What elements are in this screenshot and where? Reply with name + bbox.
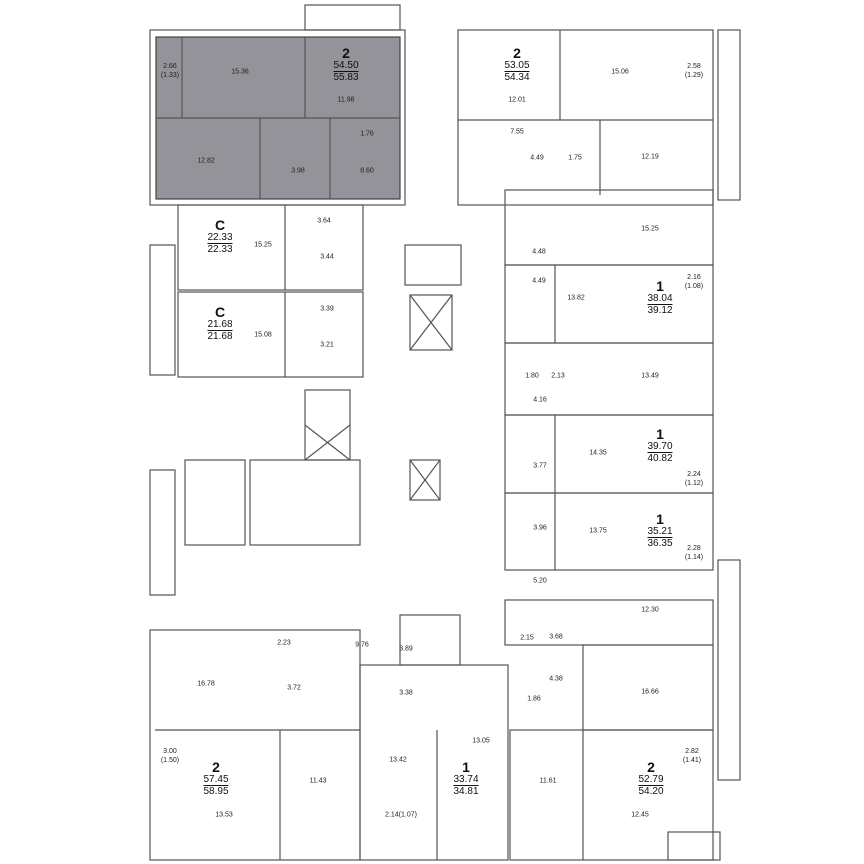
room-area: 13.53 <box>215 811 233 819</box>
room-area: 3.98 <box>291 167 305 175</box>
wall-block-bc <box>359 664 509 861</box>
room-area: 2.82 (1.41) <box>682 748 702 764</box>
room-area: 13.82 <box>567 294 585 302</box>
room-area: 2.23 <box>277 639 291 647</box>
wall-right-5 <box>504 492 714 571</box>
room-area: 3.00 (1.50) <box>160 748 180 764</box>
room-area: 9.76 <box>355 641 369 649</box>
apartment-label[interactable]: 1 39.70 40.82 <box>647 426 673 464</box>
room-area: 3.64 <box>317 217 331 225</box>
wall-right-6 <box>504 599 714 646</box>
room-area: 4.49 <box>532 277 546 285</box>
room-area: 13.49 <box>641 372 659 380</box>
room-area: 8.60 <box>360 167 374 175</box>
room-area: 1.76 <box>360 130 374 138</box>
room-area: 12.30 <box>641 606 659 614</box>
room-area: 1.86 <box>527 695 541 703</box>
room-area: 7.55 <box>510 128 524 136</box>
room-area: 3.38 <box>399 689 413 697</box>
room-area: 3.21 <box>320 341 334 349</box>
room-area: 15.25 <box>254 241 272 249</box>
wall-block-bl <box>149 629 361 861</box>
room-area: 3.39 <box>320 305 334 313</box>
room-area: 12.19 <box>641 153 659 161</box>
room-area: 2.15 <box>520 634 534 642</box>
wall-right-4 <box>504 414 714 494</box>
apartment-label[interactable]: 1 38.04 39.12 <box>647 278 673 316</box>
room-area: 2.13 <box>551 372 565 380</box>
room-area: 11.43 <box>309 777 327 785</box>
room-area: 16.66 <box>641 688 659 696</box>
apartment-label[interactable]: 1 35.21 36.35 <box>647 511 673 549</box>
room-area: 3.68 <box>549 633 563 641</box>
room-area: 3.72 <box>287 684 301 692</box>
stair-box <box>304 389 351 461</box>
apartment-label[interactable]: C 21.68 21.68 <box>207 304 233 342</box>
room-area: 15.36 <box>231 68 249 76</box>
wall-block-tr <box>457 29 714 206</box>
apartment-label[interactable]: C 22.33 22.33 <box>207 217 233 255</box>
apartment-label[interactable]: 2 52.79 54.20 <box>638 759 664 797</box>
room-area: 3.96 <box>533 524 547 532</box>
apartment-label[interactable]: 1 33.74 34.81 <box>453 759 479 797</box>
room-area: 15.08 <box>254 331 272 339</box>
room-area: 3.89 <box>399 645 413 653</box>
room-area: 2.24 (1.12) <box>684 471 704 487</box>
room-area: 3.44 <box>320 253 334 261</box>
apartment-label[interactable]: 2 57.45 58.95 <box>203 759 229 797</box>
room-area: 15.25 <box>641 225 659 233</box>
room-area: 4.48 <box>532 248 546 256</box>
room-area: 2.16 (1.08) <box>684 274 704 290</box>
room-area: 4.49 <box>530 154 544 162</box>
room-area: 14.35 <box>589 449 607 457</box>
apartment-label[interactable]: 2 53.05 54.34 <box>504 45 530 83</box>
elevator-shaft-1 <box>409 294 453 351</box>
room-area: 11.61 <box>539 777 557 785</box>
room-area: 4.16 <box>533 396 547 404</box>
room-area: 2.14(1.07) <box>385 811 417 819</box>
wall-studio-2 <box>177 291 364 378</box>
room-area: 1.80 <box>525 372 539 380</box>
room-area: 16.78 <box>197 680 215 688</box>
room-area: 13.05 <box>472 737 490 745</box>
room-area: 2.58 (1.29) <box>684 63 704 79</box>
wall-block-br <box>509 729 714 861</box>
room-area: 2.66 (1.33) <box>160 63 180 79</box>
wall-studio-1 <box>177 204 364 291</box>
room-area: 1.75 <box>568 154 582 162</box>
room-area: 12.45 <box>631 811 649 819</box>
elevator-shaft-2 <box>409 459 441 501</box>
apartment-label[interactable]: 2 54.50 55.83 <box>333 45 359 83</box>
room-area: 11.98 <box>337 96 355 104</box>
room-area: 4.38 <box>549 675 563 683</box>
room-area: 15.06 <box>611 68 629 76</box>
room-area: 13.75 <box>589 527 607 535</box>
room-area: 5.20 <box>533 577 547 585</box>
room-area: 13.42 <box>389 756 407 764</box>
room-area: 2.28 (1.14) <box>684 545 704 561</box>
room-area: 3.77 <box>533 462 547 470</box>
room-area: 12.01 <box>508 96 526 104</box>
room-area: 12.82 <box>197 157 215 165</box>
